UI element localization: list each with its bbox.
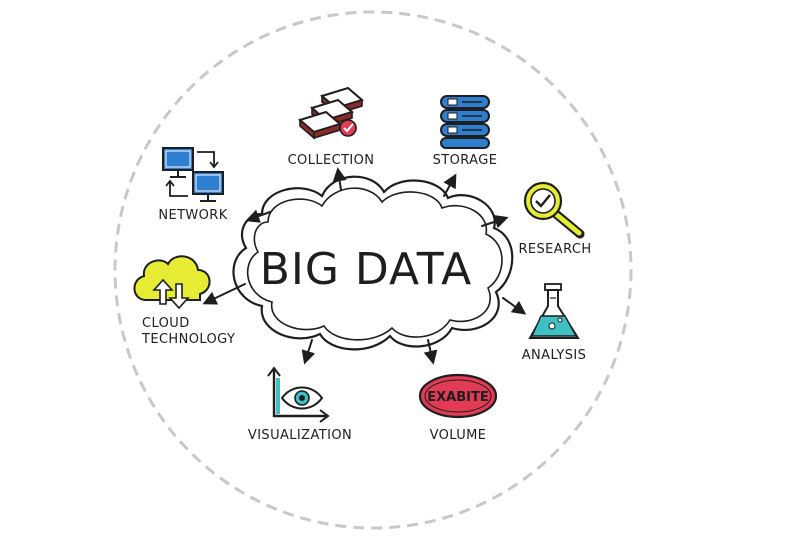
stacked-chips-icon xyxy=(297,86,365,140)
arrow-to-analysis xyxy=(502,297,527,315)
magnifier-check-icon xyxy=(523,181,585,239)
exabyte-badge-icon: EXABITE xyxy=(418,373,498,419)
arrow-to-storage xyxy=(443,173,457,197)
server-stack-icon xyxy=(440,95,490,149)
badge-exabite-text: EXABITE xyxy=(427,390,488,405)
node-network: NETWORK xyxy=(158,147,227,223)
arrow-to-research xyxy=(481,214,509,229)
cloud-sync-icon xyxy=(133,255,211,310)
outer-dashed-ring xyxy=(113,10,633,530)
flask-icon xyxy=(528,283,580,339)
monitors-network-icon xyxy=(162,147,224,202)
node-cloud-technology: CLOUD TECHNOLOGY xyxy=(133,255,235,347)
label-cloud: CLOUD xyxy=(142,316,190,331)
arrow-to-collection xyxy=(332,167,347,191)
node-collection: COLLECTION xyxy=(288,86,375,168)
eye-chart-icon xyxy=(267,366,330,423)
big-data-title: BIG DATA xyxy=(260,244,473,295)
arrow-to-network xyxy=(245,209,271,223)
label-collection: COLLECTION xyxy=(288,153,375,168)
node-storage: STORAGE xyxy=(433,95,498,168)
connector-arrows xyxy=(202,167,527,365)
label-storage: STORAGE xyxy=(433,153,498,168)
label-volume: VOLUME xyxy=(430,428,487,443)
central-cloud: BIG DATA xyxy=(232,175,514,351)
arrow-to-cloud xyxy=(202,283,246,305)
arrow-to-visualization xyxy=(301,339,316,365)
node-volume: EXABITE VOLUME xyxy=(418,373,498,443)
arrow-to-volume xyxy=(423,339,438,365)
node-research: RESEARCH xyxy=(518,181,591,257)
label-technology: TECHNOLOGY xyxy=(141,332,235,347)
label-research: RESEARCH xyxy=(518,242,591,257)
label-analysis: ANALYSIS xyxy=(522,348,587,363)
node-visualization: VISUALIZATION xyxy=(248,366,352,443)
label-visualization: VISUALIZATION xyxy=(248,428,352,443)
node-analysis: ANALYSIS xyxy=(522,283,587,363)
label-network: NETWORK xyxy=(158,208,227,223)
